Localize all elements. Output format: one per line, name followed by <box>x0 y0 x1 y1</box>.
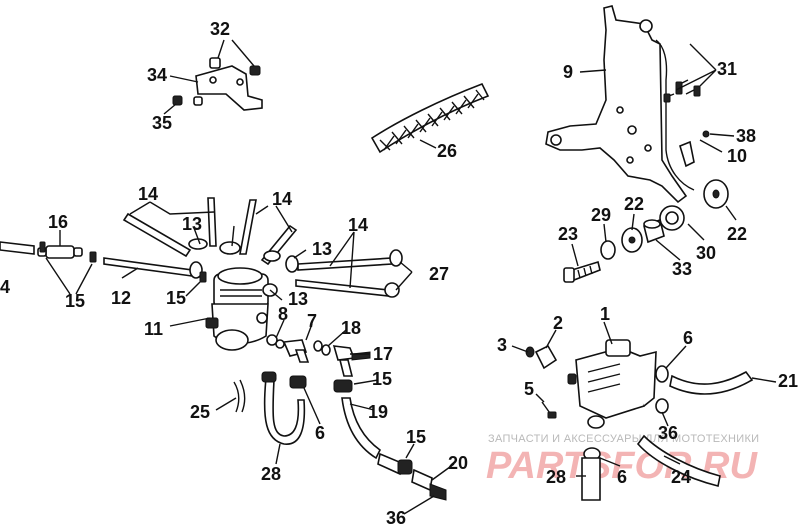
callout-36b: 36 <box>658 423 678 443</box>
callout-36a: 36 <box>386 508 406 526</box>
callout-24: 24 <box>671 467 691 487</box>
callout-16: 16 <box>48 212 68 232</box>
fuel-pump-1 <box>525 339 754 501</box>
callout-23: 23 <box>558 224 578 244</box>
callout-27: 27 <box>429 264 449 284</box>
callout-6b: 6 <box>315 423 325 443</box>
callout-19: 19 <box>368 402 388 422</box>
callout-22a: 22 <box>624 194 644 214</box>
watermark-caption: ЗАПЧАСТИ И АКСЕССУАРЫ ДЛЯ МОТОТЕХНИКИ <box>488 433 759 445</box>
callout-30: 30 <box>696 243 716 263</box>
nut-32b <box>209 57 221 69</box>
callout-13a: 13 <box>182 214 202 234</box>
clamps <box>188 238 403 298</box>
callout-12: 12 <box>111 288 131 308</box>
callout-13c: 13 <box>288 289 308 309</box>
callout-26: 26 <box>437 141 457 161</box>
callout-22b: 22 <box>727 224 747 244</box>
callout-32: 32 <box>210 19 230 39</box>
fittings-left <box>37 241 207 283</box>
callout-15a: 15 <box>65 291 85 311</box>
hoses-lower-left <box>233 371 447 501</box>
callout-20: 20 <box>448 453 468 473</box>
washer-35 <box>193 96 203 106</box>
callout-6c: 6 <box>617 467 627 487</box>
callout-17: 17 <box>373 344 393 364</box>
callout-14c: 14 <box>348 215 368 235</box>
callout-38: 38 <box>736 126 756 146</box>
callout-6a: 6 <box>683 328 693 348</box>
callout-3: 3 <box>497 335 507 355</box>
callout-9: 9 <box>563 62 573 82</box>
callout-5: 5 <box>524 379 534 399</box>
bracket-assembly <box>172 57 263 111</box>
leader-lines <box>45 39 777 515</box>
callout-14b: 14 <box>272 189 292 209</box>
callout-15b: 15 <box>166 288 186 308</box>
callout-28b: 28 <box>546 467 566 487</box>
callout-13b: 13 <box>312 239 332 259</box>
callout-15c: 15 <box>372 369 392 389</box>
callout-11: 11 <box>144 319 163 339</box>
callout-25: 25 <box>190 402 210 422</box>
nut-32 <box>249 65 261 76</box>
mounting-plate-9 <box>545 5 729 283</box>
callout-31: 31 <box>717 59 737 79</box>
callout-21: 21 <box>778 371 798 391</box>
callout-2: 2 <box>553 313 563 333</box>
callout-18: 18 <box>341 318 361 338</box>
callout-29: 29 <box>591 205 611 225</box>
fuel-pump-11 <box>205 267 269 351</box>
callout-15d: 15 <box>406 427 426 447</box>
callout-7: 7 <box>307 311 317 331</box>
callout-labels: 1 2 3 4 5 6 6 6 7 8 9 10 11 12 13 13 13 … <box>0 19 798 526</box>
callout-1: 1 <box>600 304 610 324</box>
callout-8: 8 <box>278 304 288 324</box>
callout-34: 34 <box>147 65 167 85</box>
sleeve-26 <box>370 82 490 154</box>
callout-14a: 14 <box>138 184 158 204</box>
fittings-center <box>266 334 371 377</box>
callout-33: 33 <box>672 259 692 279</box>
nut-35 <box>172 95 183 106</box>
callout-10: 10 <box>727 146 747 166</box>
callout-35: 35 <box>152 113 172 133</box>
callout-28a: 28 <box>261 464 281 484</box>
callout-4: 4 <box>0 277 10 297</box>
